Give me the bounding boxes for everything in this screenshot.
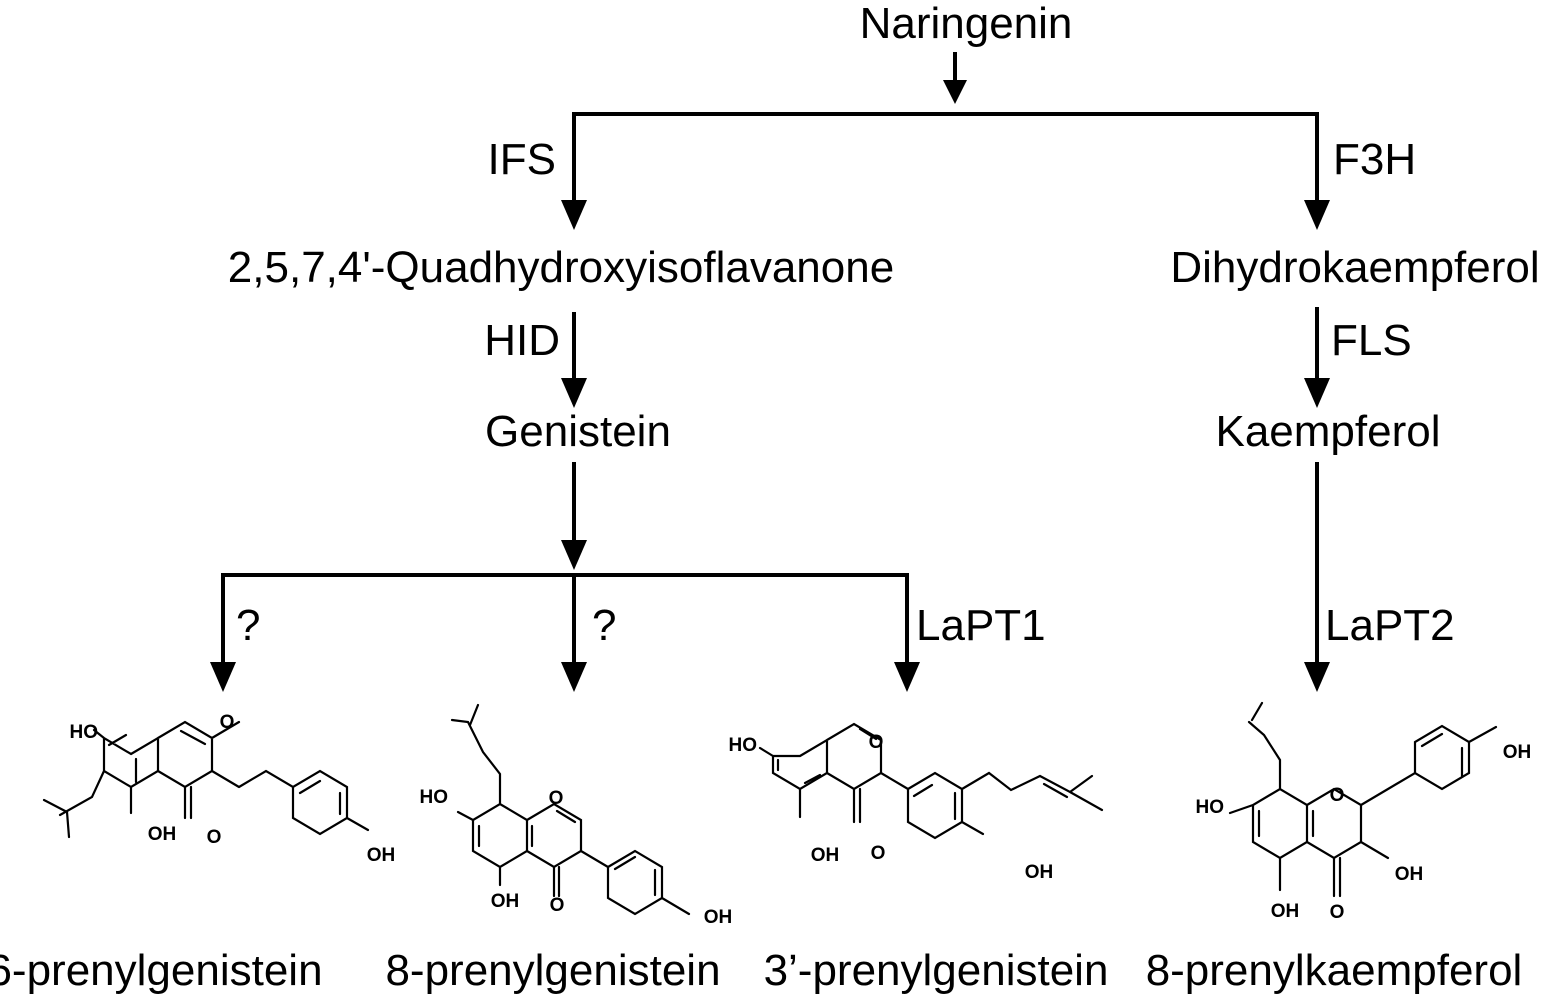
atom-label: O	[549, 788, 564, 809]
product-8-prenylkaempferol: 8-prenylkaempferol	[1146, 946, 1523, 995]
product-8-prenylgenistein: 8-prenylgenistein	[385, 946, 720, 995]
atom-label: HO	[729, 735, 758, 756]
compound-genistein: Genistein	[485, 407, 671, 456]
compound-dihydrokaempferol: Dihydrokaempferol	[1170, 243, 1539, 292]
atom-label: HO	[70, 722, 99, 743]
arrowhead	[561, 378, 587, 408]
arrowhead	[1304, 200, 1330, 230]
atom-label: O	[220, 712, 235, 733]
atom-label: O	[550, 895, 565, 916]
product-6-prenylgenistein: 6-prenylgenistein	[0, 946, 323, 995]
enzyme-lapt1: LaPT1	[916, 601, 1046, 650]
atom-label: O	[869, 732, 884, 753]
enzyme-lapt2: LaPT2	[1325, 601, 1455, 650]
enzyme-ifs: IFS	[488, 135, 556, 184]
arrowhead	[943, 80, 967, 104]
arrowhead	[561, 662, 587, 692]
atom-label: O	[207, 827, 222, 848]
structure-8-prenylkaempferol: HO O OH OH OH O	[1196, 701, 1532, 923]
enzyme-unknown-6: ?	[236, 601, 260, 650]
structure-3-prenylgenistein: HO O OH O OH	[729, 722, 1104, 883]
compound-kaempferol: Kaempferol	[1215, 407, 1440, 456]
enzyme-fls: FLS	[1331, 316, 1412, 365]
arrowhead	[561, 540, 587, 570]
arrowhead	[894, 662, 920, 692]
atom-label: OH	[1271, 901, 1300, 922]
arrowhead	[1304, 378, 1330, 408]
atom-label: O	[1330, 902, 1345, 923]
atom-label: OH	[1395, 864, 1424, 885]
structure-6-prenylgenistein: HO O OH O OH	[42, 712, 396, 866]
atom-label: OH	[811, 845, 840, 866]
structure-8-prenylgenistein: HO O OH O OH	[420, 703, 733, 928]
arrowhead	[210, 662, 236, 692]
compound-quadhydroxyisoflavanone: 2,5,7,4'-Quadhydroxyisoflavanone	[228, 243, 894, 292]
atom-label: HO	[1196, 797, 1225, 818]
product-3-prenylgenistein: 3’-prenylgenistein	[764, 946, 1109, 995]
atom-label: OH	[491, 891, 520, 912]
arrowhead	[561, 200, 587, 230]
atom-label: O	[871, 843, 886, 864]
compound-naringenin: Naringenin	[860, 0, 1073, 48]
enzyme-unknown-8: ?	[592, 601, 616, 650]
atom-label: OH	[1503, 742, 1532, 763]
atom-label: OH	[148, 824, 177, 845]
atom-label: OH	[704, 907, 733, 928]
atom-label: HO	[420, 787, 449, 808]
atom-label: OH	[1025, 862, 1054, 883]
atom-label: O	[1330, 785, 1345, 806]
atom-label: OH	[367, 845, 396, 866]
enzyme-f3h: F3H	[1333, 135, 1416, 184]
pathway-arrows	[210, 52, 1330, 692]
arrowhead	[1304, 662, 1330, 692]
enzyme-hid: HID	[484, 316, 560, 365]
